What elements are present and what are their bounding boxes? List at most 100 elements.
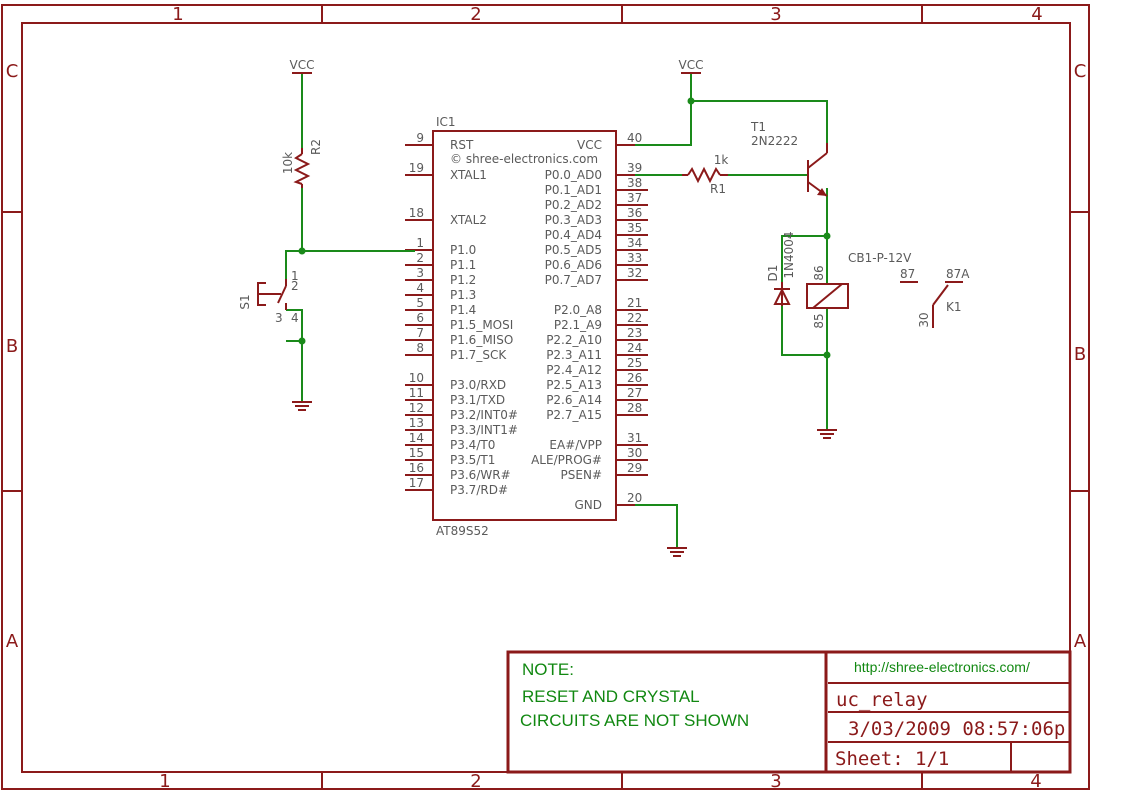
ic-pin-name: P0.4_AD4 xyxy=(545,228,602,242)
zone-bottom-2: 2 xyxy=(470,771,481,792)
ic-pin-name: P0.1_AD1 xyxy=(545,183,602,197)
switch-s1: 1 2 3 4 S1 xyxy=(238,269,299,325)
ic-pin-number: 39 xyxy=(627,161,642,175)
zone-bottom-4: 4 xyxy=(1030,771,1041,792)
resistor-r1: 1k R1 xyxy=(682,153,728,196)
row-right-b: B xyxy=(1074,344,1086,365)
ground-symbol-ic xyxy=(667,547,687,557)
row-left-b: B xyxy=(6,336,18,357)
ic-pin-number: 22 xyxy=(627,311,642,325)
diode-d1: D1 1N4004 xyxy=(766,231,796,306)
s1-pin1: 1 xyxy=(291,269,299,283)
ic-pin-name: EA#/VPP xyxy=(549,438,602,452)
ic-pin-name: P2.6_A14 xyxy=(546,393,602,407)
ic-pin-name: P3.4/T0 xyxy=(450,438,495,452)
title-block-url: http://shree-electronics.com/ xyxy=(854,659,1030,675)
row-left-c: C xyxy=(6,61,19,82)
ic-pin-number: 20 xyxy=(627,491,642,505)
ic-pin-number: 16 xyxy=(409,461,424,475)
note-box: NOTE: RESET AND CRYSTAL CIRCUITS ARE NOT… xyxy=(506,650,828,774)
note-line-1: RESET AND CRYSTAL xyxy=(522,687,700,706)
zone-bottom-1: 1 xyxy=(159,771,170,792)
d1-designator: D1 xyxy=(766,265,780,282)
ic-pin-number: 18 xyxy=(409,206,424,220)
ic1-designator: IC1 xyxy=(436,115,456,129)
ic-pin-name: P0.7_AD7 xyxy=(545,273,602,287)
relay-contact-k1: 87 87A 30 K1 xyxy=(900,267,970,328)
ic-pin-name: P2.4_A12 xyxy=(546,363,602,377)
ic-pin-number: 21 xyxy=(627,296,642,310)
ic-pin-name: P1.4 xyxy=(450,303,476,317)
ic-pin-name: P1.6_MISO xyxy=(450,333,513,347)
ic-pin-number: 3 xyxy=(416,266,424,280)
ic-pin-number: 10 xyxy=(409,371,424,385)
ic-pin-number: 37 xyxy=(627,191,642,205)
relay-pin30: 30 xyxy=(917,312,931,327)
ic-pin-name: P1.3 xyxy=(450,288,476,302)
ic-pin-number: 35 xyxy=(627,221,642,235)
note-line-2: CIRCUITS ARE NOT SHOWN xyxy=(520,711,749,730)
wires xyxy=(285,73,831,548)
ic-pin-number: 19 xyxy=(409,161,424,175)
ic-pin-name: P2.2_A10 xyxy=(546,333,602,347)
relay-pin87a: 87A xyxy=(946,267,970,281)
vcc-label: VCC xyxy=(679,58,704,72)
vcc-label: VCC xyxy=(290,58,315,72)
ic-pin-number: 2 xyxy=(416,251,424,265)
ic-pin-number: 27 xyxy=(627,386,642,400)
ic-pin-name: P3.5/T1 xyxy=(450,453,495,467)
ic-pin-number: 29 xyxy=(627,461,642,475)
ic-pin-number: 6 xyxy=(416,311,424,325)
ic-pin-name: P3.2/INT0# xyxy=(450,408,518,422)
ic-pin-number: 17 xyxy=(409,476,424,490)
row-right-c: C xyxy=(1074,61,1087,82)
ic-pin-number: 36 xyxy=(627,206,642,220)
drawing-name: uc_relay xyxy=(836,689,928,711)
k1-designator: K1 xyxy=(946,300,962,314)
ic-pin-number: 24 xyxy=(627,341,642,355)
ic-pin-number: 14 xyxy=(409,431,424,445)
ic-pin-name: P0.2_AD2 xyxy=(545,198,602,212)
drawing-date: 3/03/2009 08:57:06p xyxy=(848,718,1065,740)
ic-pin-name: P3.0/RXD xyxy=(450,378,506,392)
ic-pin-name: P1.0 xyxy=(450,243,476,257)
ic-pin-name: P2.0_A8 xyxy=(554,303,602,317)
ic-pin-number: 13 xyxy=(409,416,424,430)
ic-pin-name: P0.6_AD6 xyxy=(545,258,602,272)
ic-pin-number: 8 xyxy=(416,341,424,355)
ic-pin-name: P1.7_SCK xyxy=(450,348,507,362)
ic-pin-name: P2.1_A9 xyxy=(554,318,602,332)
s1-designator: S1 xyxy=(238,294,252,309)
ic-pin-name: P0.0_AD0 xyxy=(545,168,602,182)
ic-pin-name: RST xyxy=(450,138,474,152)
row-right-a: A xyxy=(1074,631,1087,652)
ground-symbol-relay xyxy=(817,429,837,439)
ic-pin-name: P2.3_A11 xyxy=(546,348,602,362)
relay-pin85: 85 xyxy=(812,313,826,328)
